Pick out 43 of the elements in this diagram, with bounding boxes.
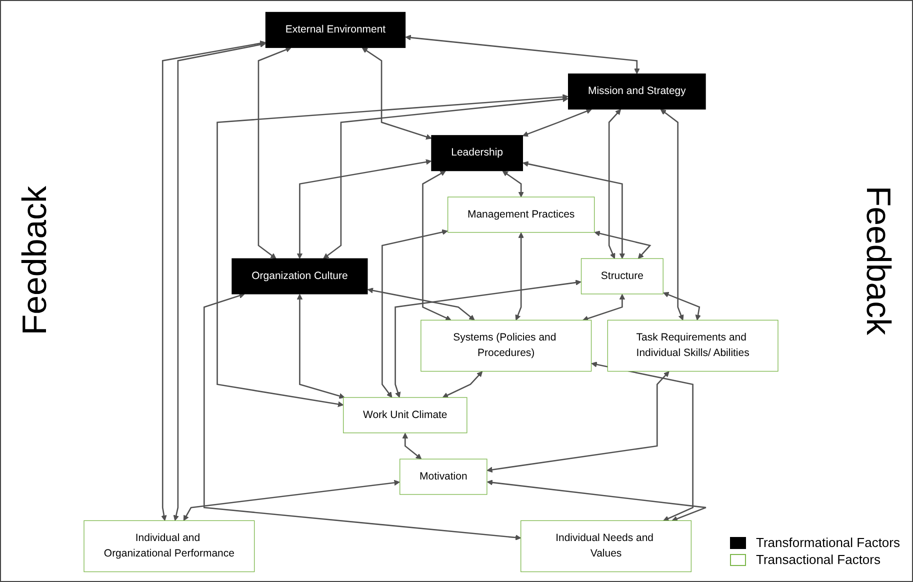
arrow — [594, 230, 652, 259]
arrow — [367, 288, 475, 320]
arrow — [203, 292, 522, 540]
arrow — [405, 34, 640, 74]
arrow — [522, 161, 626, 259]
arrow — [362, 48, 432, 140]
node-box: Structure — [580, 258, 664, 294]
arrow — [582, 294, 626, 322]
arrow — [422, 170, 452, 321]
node-box: External Environment — [265, 12, 406, 48]
arrow — [486, 480, 707, 522]
arrow — [296, 294, 345, 399]
arrow — [394, 280, 582, 398]
node-box: Individual Needs and Values — [520, 520, 692, 572]
node-box: Leadership — [431, 135, 523, 172]
arrow — [382, 229, 448, 398]
arrow — [608, 109, 621, 259]
arrow — [522, 108, 592, 137]
side-label: Feedback — [858, 186, 897, 336]
node-box: Management Practices — [447, 196, 595, 233]
arrow — [660, 109, 684, 320]
node-box: Mission and Strategy — [568, 74, 706, 110]
arrow — [183, 480, 400, 521]
arrow — [258, 46, 292, 259]
arrow — [591, 362, 694, 522]
side-label: Feedback — [16, 186, 56, 336]
arrow — [442, 371, 483, 398]
arrow — [296, 159, 432, 259]
arrow — [323, 96, 568, 259]
legend-label: Transactional Factors — [756, 552, 880, 567]
arrow — [486, 371, 670, 473]
arrow — [663, 292, 701, 320]
node-box: Work Unit Climate — [343, 397, 468, 434]
node-box: Motivation — [400, 458, 488, 495]
node-box: Organization Culture — [232, 258, 368, 294]
arrow — [402, 432, 422, 460]
node-box: Task Requirements and Individual Skills/ Abilities — [607, 320, 778, 372]
node-box: Individual and Organizational Performance — [84, 520, 255, 572]
arrow — [502, 170, 524, 198]
legend-label: Transformational Factors — [756, 535, 900, 550]
arrow — [216, 94, 568, 408]
node-box: Systems (Policies and Procedures) — [420, 320, 592, 372]
arrow — [515, 232, 524, 320]
